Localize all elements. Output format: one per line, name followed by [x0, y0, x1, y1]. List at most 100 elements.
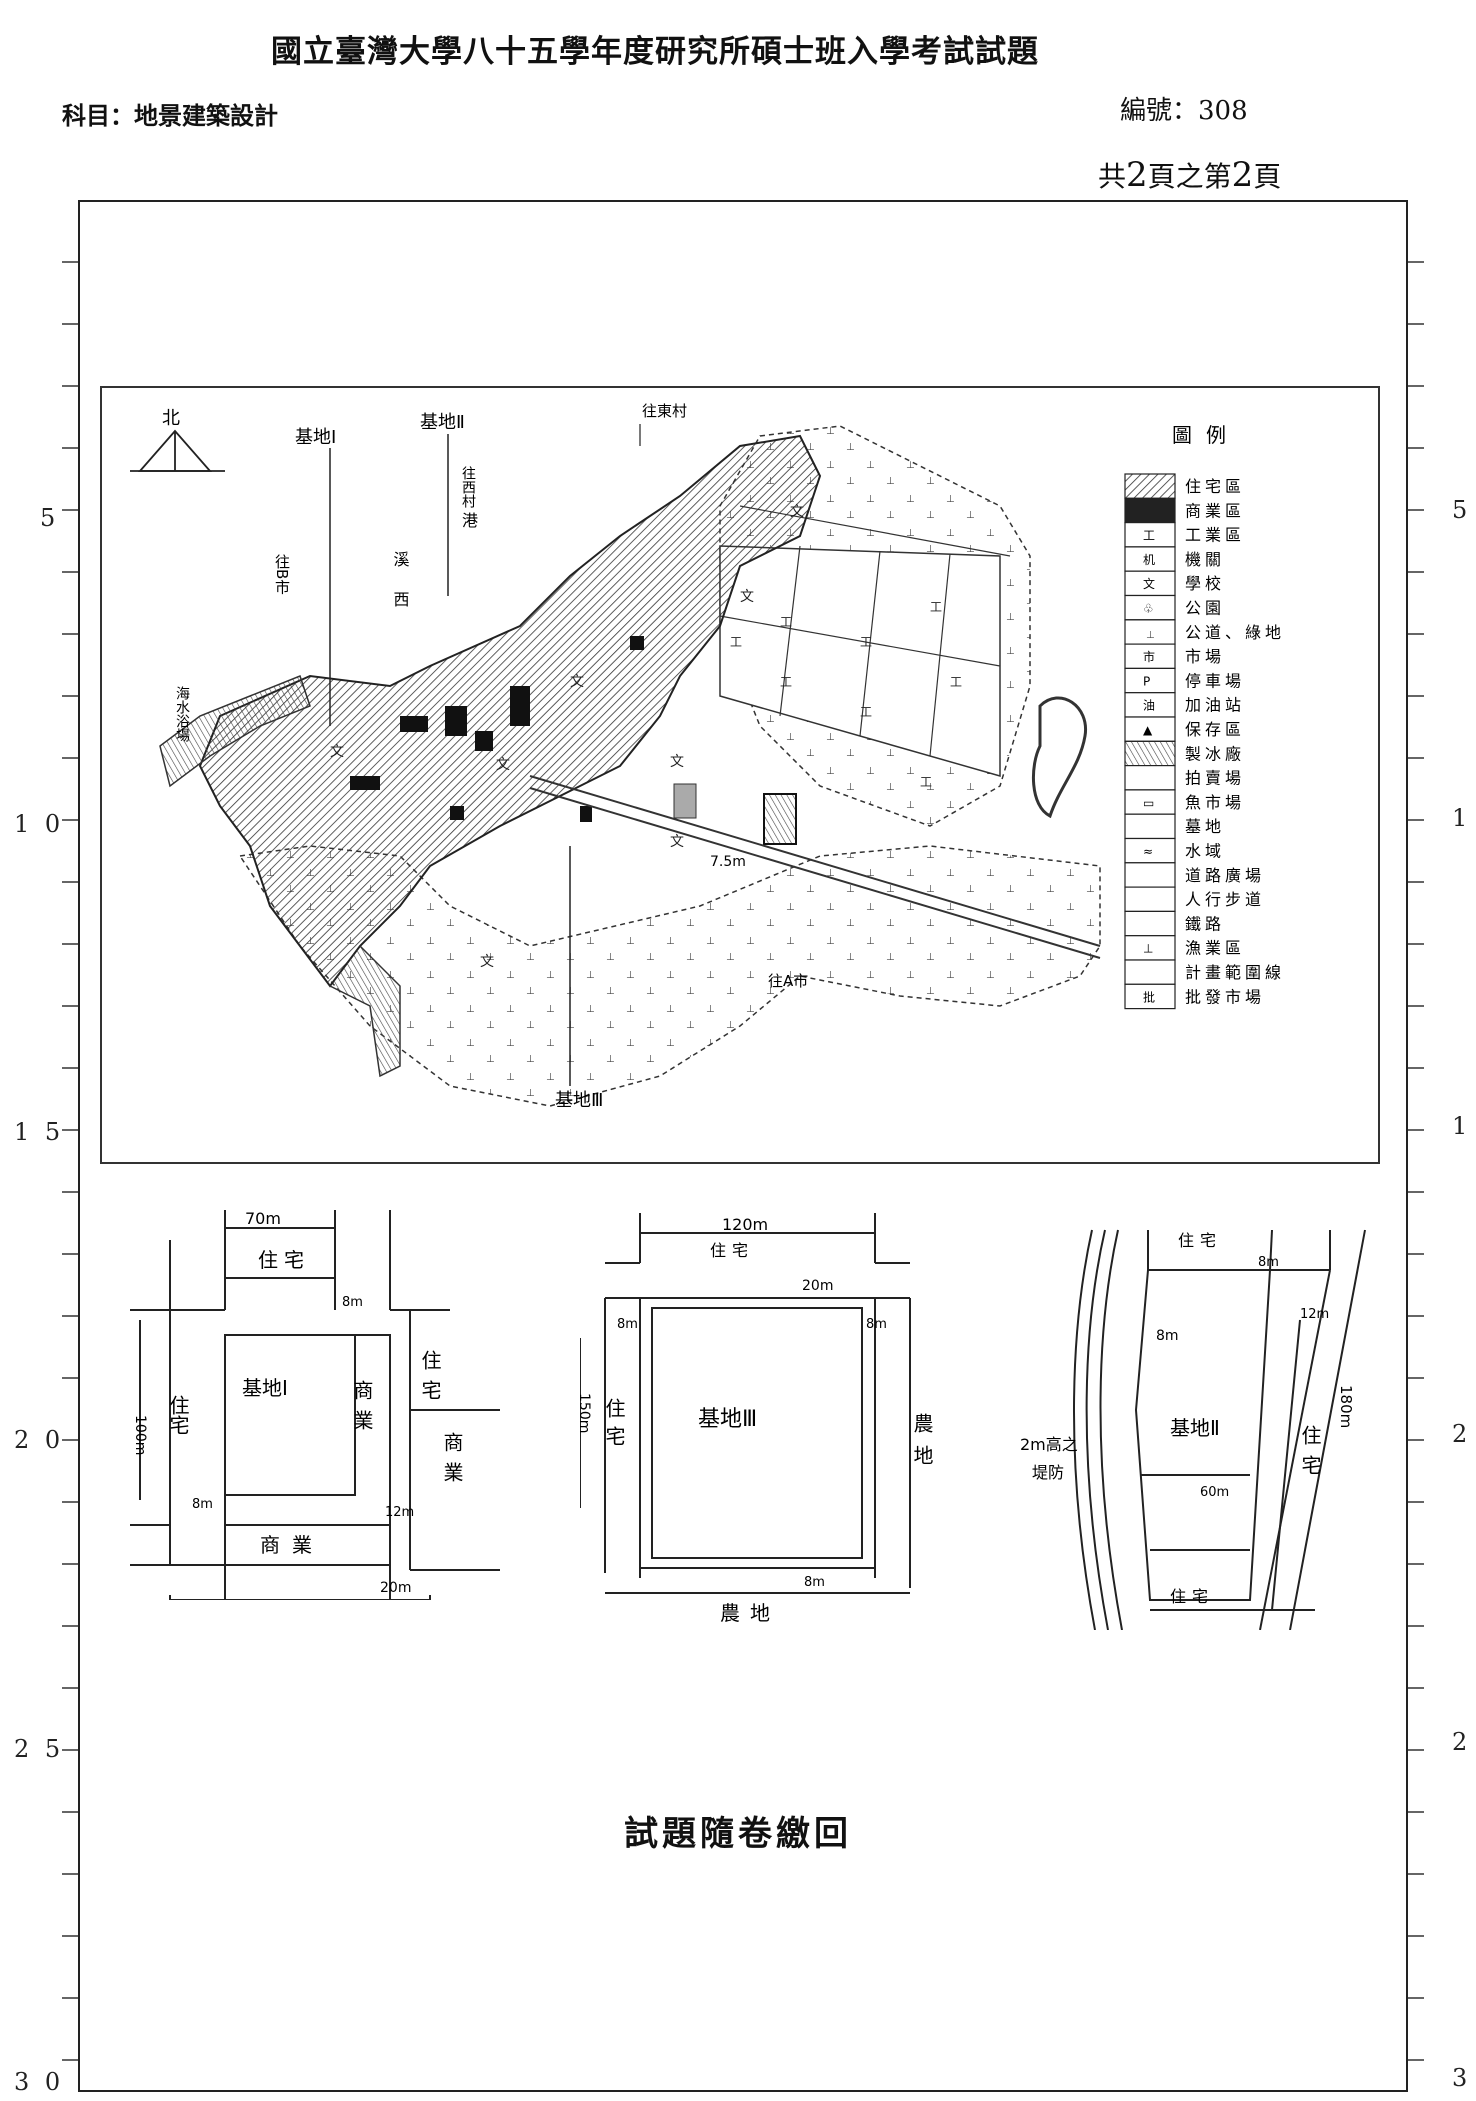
svg-text:文: 文 — [740, 589, 754, 605]
legend-glyph: ▭ — [1143, 796, 1154, 810]
svg-text:文: 文 — [670, 754, 684, 770]
legend-item: 公園 — [1185, 599, 1225, 618]
legend-swatch — [1124, 619, 1176, 645]
to-east-village-label: 往東村 — [642, 402, 687, 420]
site2-residential-top: 住宅 — [1178, 1231, 1222, 1250]
svg-text:工: 工 — [730, 635, 742, 649]
legend-item: 鐵路 — [1185, 914, 1225, 933]
legend-swatch — [1124, 935, 1176, 961]
legend-glyph: P — [1143, 674, 1150, 688]
margin-right-5: 5 — [1452, 496, 1468, 524]
site2-setback-8m-left: 8m — [1156, 1328, 1179, 1344]
legend-swatch — [1124, 862, 1176, 888]
site2-length: 180m — [1337, 1385, 1355, 1428]
exam-subject: 科目：地景建築設計 — [62, 101, 278, 130]
margin-left-25: 2 5 — [14, 1735, 65, 1763]
north-label: 北 — [162, 408, 180, 429]
exam-code: 編號：308 — [1120, 96, 1248, 126]
svg-text:文: 文 — [790, 504, 804, 520]
legend-item: 機關 — [1185, 550, 1225, 569]
legend-item: 學校 — [1185, 574, 1225, 593]
legend-item: 計畫範圍線 — [1185, 963, 1285, 982]
svg-text:文: 文 — [480, 954, 494, 970]
site3-setback-8m-left: 8m — [617, 1317, 638, 1332]
legend-item: 住宅區 — [1185, 477, 1245, 496]
legend-swatch — [1124, 789, 1176, 815]
site1-commercial-right: 商業 — [350, 1380, 374, 1440]
margin-left-30: 3 0 — [14, 2068, 65, 2096]
legend-swatch — [1124, 546, 1176, 572]
legend-swatch — [1124, 813, 1176, 840]
svg-text:工: 工 — [950, 675, 962, 689]
pages-total: 2 — [1126, 155, 1148, 195]
pond — [1031, 696, 1087, 819]
map-level-label: 7.5m — [710, 854, 746, 870]
site3-setback-8m-bottom: 8m — [804, 1575, 825, 1590]
bathing-beach-label: 海水浴場 — [174, 686, 190, 742]
site3-residential-left: 住宅 — [602, 1398, 626, 1454]
coastal-strip — [159, 675, 311, 788]
legend-title: 圖例 — [1172, 423, 1240, 447]
legend-swatch — [1124, 740, 1176, 767]
return-exam-note: 試題隨卷繳回 — [624, 1814, 852, 1854]
site1-road-20m: 20m — [380, 1580, 411, 1596]
legend-glyph: ▲ — [1143, 723, 1153, 737]
pages-current: 2 — [1231, 155, 1254, 195]
site2-residential-bottom: 住宅 — [1170, 1587, 1214, 1606]
site2-map-label: 基地Ⅱ — [420, 412, 465, 433]
svg-text:文: 文 — [570, 674, 584, 690]
margin-right-20: 2 — [1452, 1420, 1468, 1448]
to-a-city-label: 往A市 — [768, 972, 808, 990]
legend-item: 市場 — [1185, 647, 1225, 666]
legend-swatch — [1124, 910, 1176, 937]
legend-item: 魚市場 — [1185, 793, 1245, 812]
pages-suffix: 頁 — [1253, 160, 1282, 193]
pages-prefix: 共 — [1098, 160, 1127, 193]
site3-map-marker — [763, 793, 797, 845]
legend-swatch — [1124, 473, 1176, 499]
site3-map-label: 基地Ⅲ — [555, 1090, 603, 1111]
site2-residential-right: 住宅 — [1298, 1425, 1322, 1485]
svg-text:文: 文 — [330, 744, 344, 760]
site3-farmland-bottom: 農地 — [720, 1601, 780, 1625]
north-arrow-icon — [138, 429, 212, 472]
site3-setback-8m-right: 8m — [866, 1317, 887, 1332]
svg-text:工: 工 — [780, 615, 792, 629]
legend-item: 停車場 — [1185, 671, 1245, 690]
site1-residential-right: 住宅 — [418, 1350, 442, 1410]
svg-text:工: 工 — [860, 705, 872, 719]
legend-swatch — [1124, 837, 1176, 864]
answer-frame — [78, 200, 1408, 2092]
svg-text:工: 工 — [930, 600, 942, 614]
svg-text:工: 工 — [860, 635, 872, 649]
west-creek-label: 溪西 — [391, 551, 410, 631]
legend-item: 保存區 — [1185, 720, 1245, 739]
to-west-village-label: 往西村 — [460, 466, 476, 508]
legend-glyph: 工 — [1143, 529, 1155, 543]
site3-road-20m: 20m — [802, 1278, 833, 1294]
legend-swatch — [1124, 497, 1176, 524]
margin-left-20: 2 0 — [14, 1426, 65, 1454]
site3-sketch: 120m 住宅 20m 8m 8m 150m 住宅 基地Ⅲ 農地 8m 農地 — [580, 1213, 934, 1625]
legend-item: 製冰廠 — [1185, 744, 1245, 763]
site3-left-depth: 150m — [580, 1393, 592, 1433]
site1-commercial-right2: 商業 — [440, 1432, 464, 1492]
margin-right-15: 1 — [1452, 1112, 1468, 1140]
margin-right-30: 3 — [1452, 2064, 1468, 2092]
legend-glyph: 文 — [1143, 576, 1155, 591]
legend-glyph: 市 — [1143, 649, 1155, 664]
legend-glyph: 油 — [1143, 699, 1155, 713]
legend-item: 工業區 — [1185, 526, 1245, 545]
legend-item: 商業區 — [1185, 501, 1245, 520]
site2-embankment-line1: 2m高之 — [1020, 1435, 1078, 1454]
pages-mid: 頁之第 — [1147, 160, 1232, 193]
svg-text:文: 文 — [496, 757, 510, 773]
site2-embankment-line2: 堤防 — [1032, 1463, 1064, 1482]
page-indicator: 共2頁之第2頁 — [1098, 155, 1281, 195]
legend-item: 拍賣場 — [1185, 769, 1245, 788]
legend-swatch — [1124, 983, 1176, 1010]
legend-glyph: 机 — [1143, 553, 1155, 567]
site1-setback-12m: 12m — [385, 1505, 414, 1520]
to-b-city-label: 往B市 — [273, 554, 291, 594]
